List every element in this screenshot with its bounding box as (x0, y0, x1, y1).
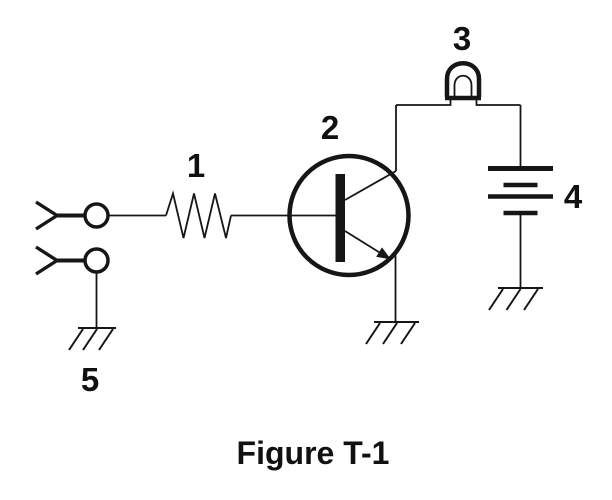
transistor-circle (287, 153, 411, 278)
figure-caption: Figure T-1 (237, 435, 390, 471)
input-terminal-top (35, 200, 110, 231)
ground-hatch-icon (68, 328, 114, 351)
wire-top-rail-right (475, 98, 521, 106)
transistor-symbol (287, 153, 411, 278)
ground-hatch-icon (365, 322, 416, 345)
ground-symbol-input (68, 327, 116, 351)
transistor-emitter-lead (344, 230, 383, 255)
lamp-outer-dome (444, 61, 482, 97)
lamp-inner-dome (453, 74, 473, 97)
wire-top-rail-left (396, 98, 452, 106)
probe-fork-icon (35, 245, 61, 276)
transistor-base-bar (335, 174, 345, 262)
terminal-circle-icon (83, 247, 110, 274)
terminal-circle-icon (83, 202, 110, 229)
resistor-zigzag-icon (165, 190, 232, 239)
input-terminal-bottom (35, 245, 110, 276)
battery-symbol (488, 166, 553, 216)
probe-fork-icon (35, 200, 61, 231)
emitter-arrow-icon (376, 247, 391, 260)
lamp-symbol (444, 61, 482, 101)
ground-symbol-battery (488, 287, 543, 311)
label-battery: 4 (564, 178, 583, 215)
resistor-symbol (165, 190, 232, 239)
ground-symbol-emitter (365, 321, 419, 345)
transistor-collector-lead (344, 170, 397, 201)
label-input-ground: 5 (81, 361, 99, 398)
label-lamp: 3 (453, 20, 471, 57)
label-transistor: 2 (321, 109, 339, 146)
ground-hatch-icon (488, 288, 539, 311)
label-resistor: 1 (187, 147, 205, 184)
